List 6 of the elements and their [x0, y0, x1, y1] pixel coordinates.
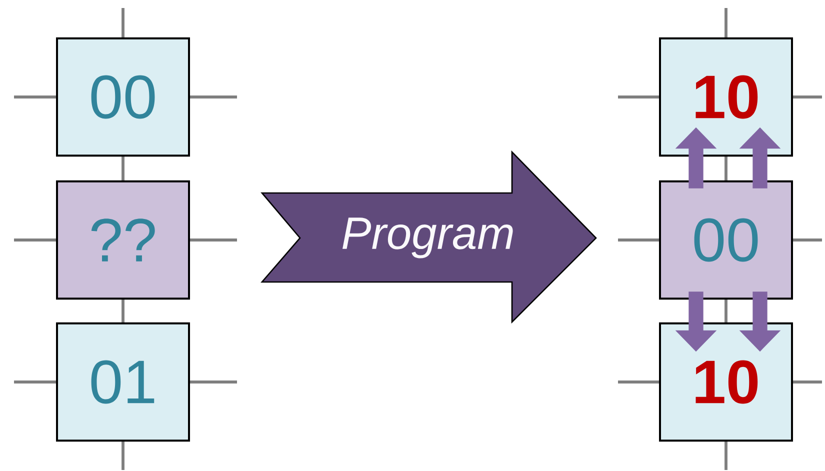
cell-box: 10 [659, 37, 793, 157]
cell-box: 01 [56, 322, 190, 442]
cell-box: 10 [659, 322, 793, 442]
cell-box: 00 [659, 180, 793, 300]
cell-box: 00 [56, 37, 190, 157]
cell-box: ?? [56, 180, 190, 300]
